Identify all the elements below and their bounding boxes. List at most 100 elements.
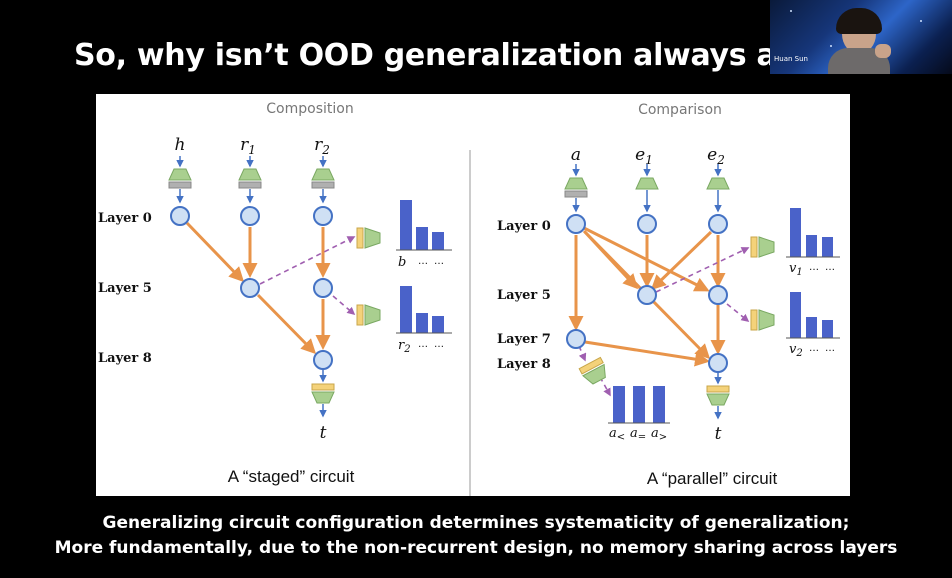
cmp-final-output: t [715,424,722,444]
cmp-compare-lt-text: a [609,426,617,441]
bar [806,235,817,257]
comp-embed-h [168,156,192,204]
bar [790,208,801,257]
cmp-node-l0-e2 [708,214,728,234]
svg-text:r1: r1 [240,135,256,157]
comp-decoder-r2 [356,304,381,326]
cmp-out-v2: v2 [789,342,803,359]
speaker-video: Huan Sun [770,0,952,74]
cmp-node-l0-a [566,214,586,234]
comp-node-l8 [313,350,333,370]
bar [653,386,665,423]
cmp-out-v1-sub: 1 [796,267,802,278]
comp-out-b-text: b [398,255,406,270]
bar [822,320,833,338]
cmp-input-e2-sub: 2 [716,153,725,167]
comp-out-b-ellipsis1: … [418,256,428,267]
cmp-out-v2-ellipsis1: … [809,343,819,354]
cmp-bars-compare [613,386,665,423]
bar [613,386,625,423]
circuit-diagram: Composition h r1 r2 Layer 0 Layer 5 Laye… [98,101,840,496]
comp-out-r2-ellipsis2: … [434,339,444,350]
comp-out-b-ellipsis2: … [434,256,444,267]
comp-layer-8: Layer 8 [98,351,152,366]
cmp-decoder-v1 [750,236,775,258]
comp-nodes [170,206,333,370]
cmp-compare-lt-sub: < [617,432,625,443]
cmp-bars-v2 [790,292,833,338]
cmp-out-v2-sub: 2 [795,348,802,359]
slide-title: So, why isn’t OOD generalization always … [74,38,834,73]
cmp-nodes [566,214,728,373]
svg-text:h: h [175,135,186,155]
star-dot [790,10,792,12]
comp-out-r2-text: r [398,338,405,353]
comp-input-r1: r1 [240,135,256,157]
comp-out-r2-sub: 2 [403,344,410,355]
comp-out-b: b [398,255,406,270]
comp-out-r2: r2 [398,338,411,355]
caption-line-1: Generalizing circuit configuration deter… [102,513,850,533]
cmp-decoder-v2 [750,309,775,331]
cmp-out-v1-text: v [789,261,797,276]
bar [633,386,645,423]
comp-input-r2-sub: 2 [321,143,330,157]
bar [416,227,428,250]
cmp-embed-a [564,164,588,213]
cmp-compare-gt-sub: > [659,432,667,443]
comp-circuit-label: A “staged” circuit [228,467,355,486]
cmp-final-decoder [706,372,730,420]
comp-input-r2: r2 [314,135,330,157]
cmp-compare-eq: a= [630,426,646,443]
comp-final-decoder [311,369,335,418]
cmp-node-l5-e1 [637,285,657,305]
svg-text:r2: r2 [314,135,330,157]
cmp-node-l0-e1 [637,214,657,234]
comp-embed-r1 [238,156,262,204]
comp-input-r1-sub: 1 [248,143,256,157]
cmp-dashed [578,247,750,397]
cmp-node-l5-e2 [708,285,728,305]
comp-out-r2-ellipsis1: … [418,339,428,350]
bar [790,292,801,338]
comp-layer-5: Layer 5 [98,281,152,296]
cmp-input-e2-text: e [707,145,717,165]
bar [806,317,817,338]
cmp-compare-gt-text: a [651,426,659,441]
diagram-panel: Composition h r1 r2 Layer 0 Layer 5 Laye… [96,94,850,496]
cmp-out-v2-ellipsis2: … [825,343,835,354]
cmp-out-v1-ellipsis1: … [809,262,819,273]
comp-input-h-text: h [175,135,186,155]
cmp-out-v1: v1 [789,261,803,278]
cmp-layer-8: Layer 8 [497,357,551,372]
bar [432,316,444,333]
bar [822,237,833,257]
cmp-layer-7: Layer 7 [497,332,551,347]
speaker-name-label: Huan Sun [774,55,808,63]
comp-node-l5-r2 [313,278,333,298]
cmp-compare-lt: a< [609,426,625,443]
comp-node-l0-r2 [313,206,333,226]
cmp-decoder-compare [578,356,606,385]
cmp-node-l8 [708,353,728,373]
bar [416,313,428,333]
cmp-layer-5: Layer 5 [497,288,551,303]
comp-input-r1-text: r [240,135,249,155]
comp-bars-r2 [400,286,444,333]
comp-node-l5-bridge [240,278,260,298]
composition-heading: Composition [266,101,353,117]
comp-node-l0-r1 [240,206,260,226]
cmp-compare-eq-text: a [630,426,638,441]
comp-input-h: h [175,135,186,155]
cmp-input-e1: e1 [635,145,653,167]
cmp-circuit-label: A “parallel” circuit [647,469,778,488]
cmp-compare-eq-sub: = [638,432,646,443]
comp-node-l0-h [170,206,190,226]
comp-decoder-b [356,227,381,249]
cmp-embed-e1 [635,164,659,213]
cmp-out-v1-ellipsis2: … [825,262,835,273]
speaker-hand [875,44,891,58]
cmp-input-a: a [571,145,581,165]
caption-line-2: More fundamentally, due to the non-recur… [54,538,898,558]
comp-dashed [259,236,356,316]
